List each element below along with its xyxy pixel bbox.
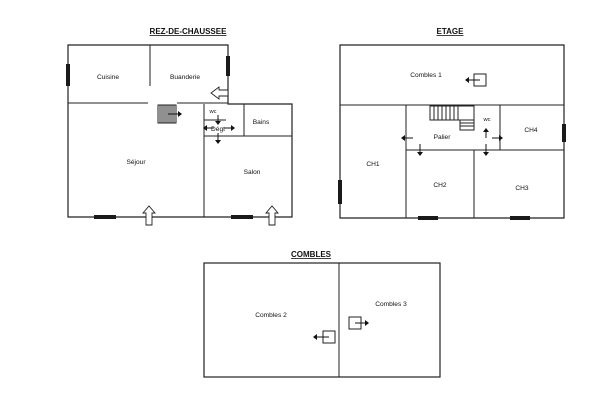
room-label-attic3: Combles 3 [375, 301, 407, 308]
upper-floor-title: ETAGE [437, 27, 465, 36]
room-label-ch3: CH3 [515, 185, 529, 192]
attic-outer-walls [203, 262, 441, 378]
room-label-ch1: CH1 [366, 161, 380, 168]
room-label-hall: Dégt [211, 126, 225, 133]
room-label-kitchen: Cuisine [97, 74, 119, 81]
living-entrance-arrow [142, 205, 156, 226]
ground-floor-title: REZ-DE-CHAUSSEE [150, 27, 228, 36]
upper-staircase [429, 105, 475, 131]
upper-outer-walls [339, 44, 565, 219]
room-label-wc-ground: wc [208, 109, 216, 115]
room-label-wc-upper: wc [482, 117, 490, 123]
ground-door-arrows [203, 115, 235, 144]
ground-staircase [157, 104, 182, 124]
attic3-hatch [348, 316, 369, 330]
lounge-entrance-arrow [265, 205, 279, 226]
room-label-ch2: CH2 [433, 182, 447, 189]
room-label-attic1: Combles 1 [410, 72, 442, 79]
room-label-ch4: CH4 [524, 127, 538, 134]
upper-floor-plan: ETAGE [338, 27, 566, 220]
ground-outer-walls [67, 44, 293, 218]
room-label-landing: Palier [434, 134, 452, 141]
room-label-laundry: Buanderie [170, 74, 200, 81]
attic1-hatch [465, 73, 487, 87]
attic2-hatch [313, 330, 336, 344]
room-label-lounge: Salon [244, 169, 261, 176]
attic-plan: COMBLES Combles 2 Combles 3 [203, 250, 441, 378]
room-label-bath: Bains [253, 119, 270, 126]
room-label-attic2: Combles 2 [255, 312, 287, 319]
laundry-door-arrow [210, 86, 229, 100]
room-label-living: Séjour [126, 159, 146, 166]
upper-door-arrows [401, 128, 503, 156]
ground-floor-plan: REZ-DE-CHAUSSEE [66, 27, 293, 226]
attic-title: COMBLES [291, 250, 332, 259]
